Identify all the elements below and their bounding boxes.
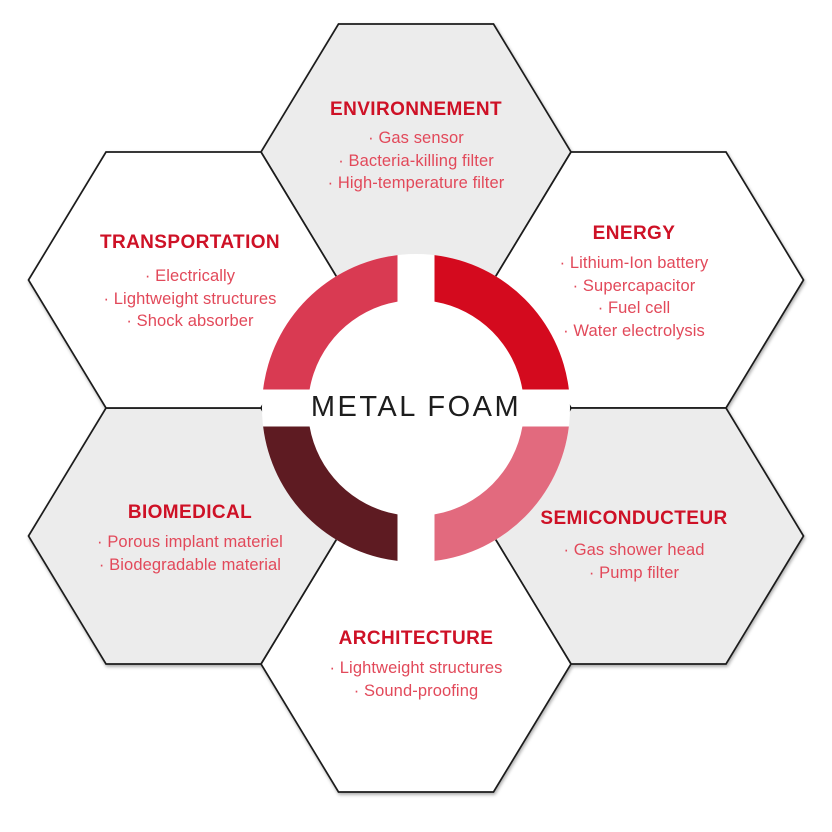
center-title: METAL FOAM	[310, 391, 522, 423]
ring-segment-top-left	[263, 255, 398, 390]
center-ring	[262, 254, 570, 562]
ring-segment-bottom-right	[434, 426, 569, 561]
ring-segment-bottom-left	[263, 426, 398, 561]
ring-segment-top-right	[434, 255, 569, 390]
hexagon-cells	[27, 23, 805, 793]
